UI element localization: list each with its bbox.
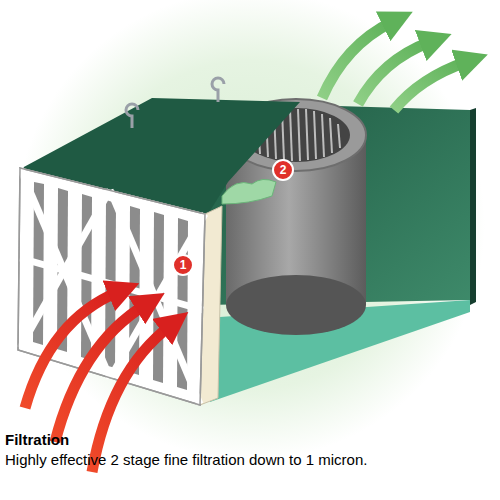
- callout-label: 1: [180, 259, 187, 271]
- callout-number: 2: [272, 159, 294, 181]
- air-out-arrow: [322, 22, 466, 110]
- wall-edge: [470, 108, 476, 305]
- callout-number: 1: [172, 254, 194, 276]
- lifting-hook: [126, 78, 224, 128]
- prefilter-panel: [18, 168, 205, 405]
- foam-filter: [222, 179, 276, 204]
- callout-label: 2: [280, 164, 287, 176]
- caption: Highly effective 2 stage fine filtration…: [5, 451, 495, 468]
- title: Filtration: [5, 431, 69, 448]
- background-glow: [15, 0, 485, 460]
